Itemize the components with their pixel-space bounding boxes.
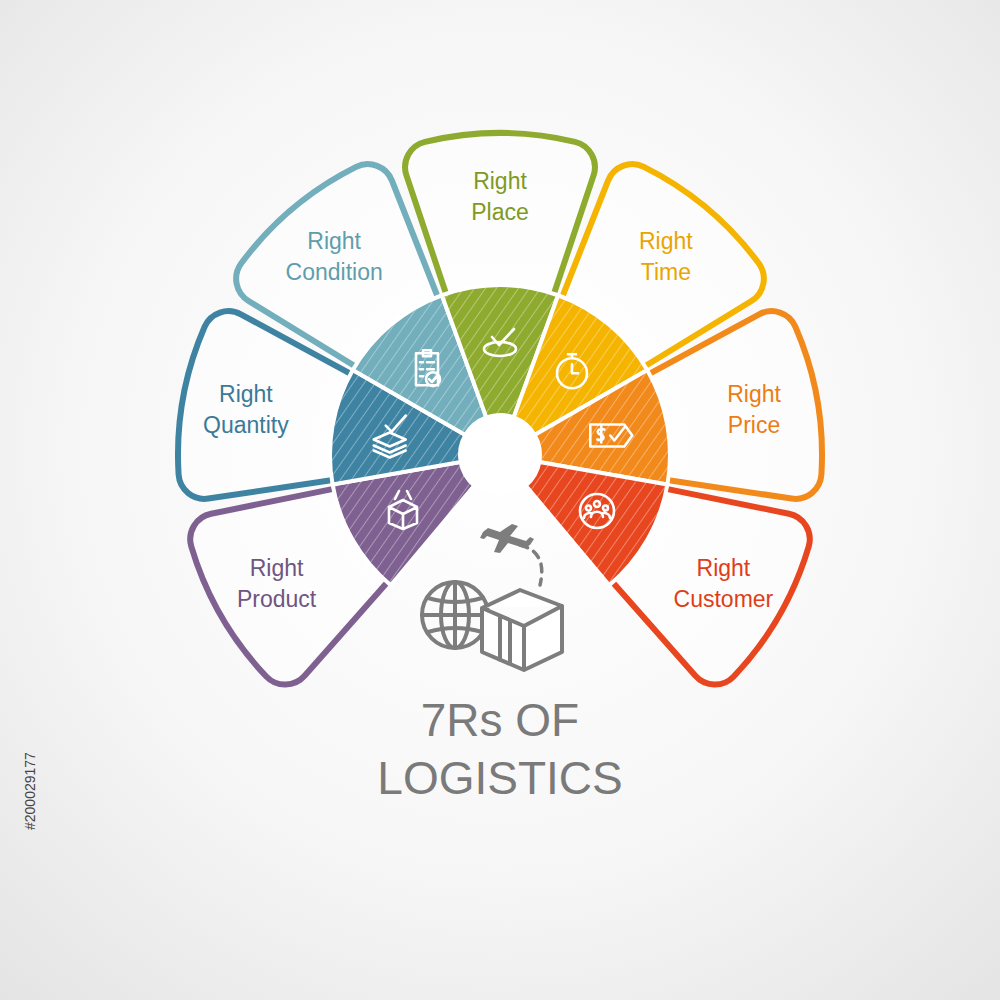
scribble-texture xyxy=(526,462,668,585)
segment-icon xyxy=(416,350,440,386)
logistics-icon xyxy=(422,524,562,670)
segment-icon xyxy=(374,416,406,458)
segment-node: Right Price xyxy=(727,379,781,441)
segment-label: Right Condition xyxy=(286,226,383,288)
segment-icon xyxy=(484,329,516,356)
segment-node: Right Time xyxy=(639,226,693,288)
segment-node: Right Product xyxy=(237,553,316,615)
diagram-title: 7Rs OF LOGISTICS xyxy=(377,692,622,807)
segment-icon xyxy=(557,354,587,388)
segment-label: Right Product xyxy=(237,553,316,615)
segment-label: Right Customer xyxy=(674,553,774,615)
segment-label: Right Place xyxy=(471,166,529,228)
segment-node: Right Place xyxy=(471,166,529,228)
watermark-id: #200029177 xyxy=(22,752,38,830)
segment-node: Right Customer xyxy=(674,553,774,615)
segment-icon xyxy=(580,494,614,528)
segment-node: Right Condition xyxy=(286,226,383,288)
segment-icon xyxy=(590,425,632,447)
segment-label: Right Quantity xyxy=(203,379,289,441)
segment-label: Right Price xyxy=(727,379,781,441)
segment-icon xyxy=(389,491,417,529)
segment-label: Right Time xyxy=(639,226,693,288)
hub-circle xyxy=(460,415,540,495)
segment-node: Right Quantity xyxy=(203,379,289,441)
